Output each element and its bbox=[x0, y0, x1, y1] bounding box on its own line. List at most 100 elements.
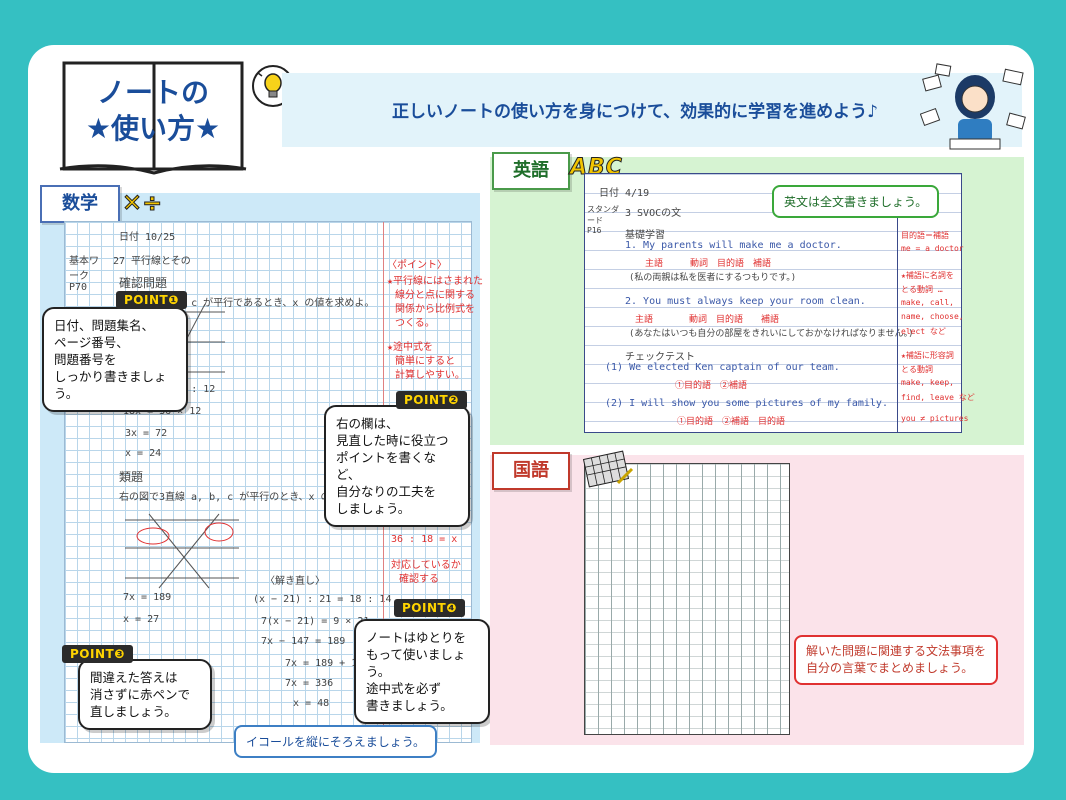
math-side-note: 簡単にすると bbox=[395, 356, 456, 367]
math-wrong-2: x = 27 bbox=[123, 614, 160, 625]
eng-side-note: make, keep, bbox=[901, 378, 954, 387]
tab-english: 英語 bbox=[492, 152, 570, 190]
math-side-title: 〈ポイント〉 bbox=[387, 260, 447, 271]
eng-test1: (1) We elected Ken captain of our team. bbox=[605, 362, 840, 373]
point4-line: もって使いましょう。 bbox=[366, 647, 466, 679]
math-correction-6: x = 48 bbox=[293, 698, 330, 709]
point2-callout: 右の欄は、 見直した時に役立つ ポイントを書くなど、 自分なりの工夫を しましょ… bbox=[324, 405, 470, 527]
eng-sentence2: 2. You must always keep your room clean. bbox=[625, 296, 866, 307]
eng-section2: チェックテスト bbox=[625, 352, 695, 363]
math-correction-5: 7x = 336 bbox=[285, 678, 334, 689]
math-work-3: 3x = 72 bbox=[125, 428, 168, 439]
japanese-tip: 解いた問題に関連する文法事項を 自分の言葉でまとめましょう。 bbox=[794, 635, 999, 685]
math-side-note: 対応しているか bbox=[391, 560, 461, 571]
eng-side-note: name, choose, bbox=[901, 312, 964, 321]
math-equals-tip: イコールを縦にそろえましょう。 bbox=[234, 725, 438, 758]
point2-line: 見直した時に役立つ bbox=[336, 433, 449, 448]
math-problem2: 右の図で3直線 a, b, c が平行のとき、x の値を求めよ。 bbox=[119, 492, 391, 503]
header-banner: 正しいノートの使い方を身につけて、効果的に学習を進めよう♪ bbox=[282, 73, 1022, 147]
japanese-tip-line: 解いた問題に関連する文法事項を bbox=[806, 644, 987, 658]
eng-side-note: とる動詞 bbox=[901, 365, 933, 374]
math-side-note: 関係から比例式を bbox=[395, 304, 475, 315]
point1-callout: 日付、問題集名、 ページ番号、 問題番号を しっかり書きましょう。 bbox=[42, 307, 188, 412]
eng-lesson: 3 SVOCの文 bbox=[625, 208, 682, 219]
eng-sentence1: 1. My parents will make me a doctor. bbox=[625, 240, 842, 251]
point4-line: ノートはゆとりを bbox=[366, 630, 467, 645]
point1-line: 問題番号を bbox=[54, 352, 117, 367]
japanese-tip-line: 自分の言葉でまとめましょう。 bbox=[806, 661, 974, 675]
point4-line: 書きましょう。 bbox=[366, 698, 453, 713]
math-book-label: 基本ワーク P70 bbox=[69, 256, 99, 293]
english-tip: 英文は全文書きましょう。 bbox=[772, 185, 940, 218]
point4-line: 途中式を必ず bbox=[366, 681, 442, 696]
eng-sentence1-jp: (私の両親は私を医者にするつもりです。) bbox=[629, 273, 797, 283]
math-section2: 類題 bbox=[119, 470, 144, 484]
point1-line: 日付、問題集名、 bbox=[54, 318, 155, 333]
math-side-note: ★途中式を bbox=[387, 342, 434, 353]
point4-badge: POINT❹ bbox=[394, 599, 465, 617]
point3-line: 直しましょう。 bbox=[90, 704, 177, 719]
point3-badge: POINT❸ bbox=[62, 645, 133, 663]
title-line1: ノートの bbox=[96, 76, 209, 109]
eng-side-note: ★補語に名詞を bbox=[901, 271, 954, 280]
math-date: 日付 10/25 bbox=[119, 232, 176, 243]
math-wrong-1: 7x = 189 bbox=[123, 592, 172, 603]
math-correction-title: 〈解き直し〉 bbox=[265, 576, 325, 587]
math-correction-3: 7x − 147 = 189 bbox=[261, 636, 346, 647]
japanese-manuscript-sheet bbox=[584, 463, 790, 735]
point3-callout: 間違えた答えは 消さずに赤ペンで 直しましょう。 bbox=[78, 659, 212, 730]
eng-sentence1-labels: 主語 動詞 目的語 補語 bbox=[645, 259, 772, 269]
point3-line: 消さずに赤ペンで bbox=[90, 687, 191, 702]
point4-callout: ノートはゆとりを もって使いましょう。 途中式を必ず 書きましょう。 bbox=[354, 619, 490, 724]
point2-line: 右の欄は、 bbox=[336, 416, 399, 431]
math-symbols-icon: ✕÷ bbox=[121, 189, 163, 218]
point2-badge: POINT❷ bbox=[396, 391, 467, 409]
eng-side-note: me = a doctor bbox=[901, 244, 964, 253]
point1-line: ページ番号、 bbox=[54, 335, 129, 350]
banner-text: 正しいノートの使い方を身につけて、効果的に学習を進めよう♪ bbox=[392, 102, 878, 122]
math-correction-4: 7x = 189 + 147 bbox=[285, 658, 370, 669]
point3-line: 間違えた答えは bbox=[90, 670, 178, 685]
math-work-4: x = 24 bbox=[125, 448, 162, 459]
eng-test2: (2) I will show you some pictures of my … bbox=[605, 398, 888, 409]
point2-line: 自分なりの工夫を bbox=[336, 484, 437, 499]
eng-test2-labels: ①目的語 ②補語 目的語 bbox=[677, 417, 786, 427]
point1-line: しっかり書きましょう。 bbox=[54, 369, 167, 401]
eng-section1: 基礎学習 bbox=[625, 230, 665, 241]
page-title: ノートの ★使い方★ bbox=[58, 75, 248, 147]
math-side-note: つくる。 bbox=[395, 318, 435, 329]
math-side-note: 36 : 18 = x bbox=[391, 534, 458, 545]
eng-sentence2-jp: (あなたはいつも自分の部屋をきれいにしておかなければなりません。) bbox=[629, 329, 914, 339]
math-side-note: 確認する bbox=[399, 574, 439, 585]
eng-side-note: 目的語＝補語 bbox=[901, 231, 949, 240]
math-lesson: 27 平行線とその bbox=[113, 256, 191, 267]
manuscript-paper-icon bbox=[582, 450, 634, 488]
eng-side-note: とる動詞 … bbox=[901, 285, 943, 294]
worksheet-card: ノートの ★使い方★ 正しいノートの使い方を身につけて、効果的に学習を進めよう♪… bbox=[28, 45, 1034, 773]
eng-side-note: elect など bbox=[901, 327, 946, 336]
math-correction-2: 7(x − 21) = 9 × 21 bbox=[261, 616, 370, 627]
parallel-lines-diagram-2 bbox=[125, 513, 239, 589]
eng-side-note: find, leave など bbox=[901, 393, 975, 402]
tab-math: 数学 bbox=[40, 185, 120, 223]
eng-side-note: ★補語に形容詞 bbox=[901, 351, 954, 360]
tab-japanese: 国語 bbox=[492, 452, 570, 490]
math-problem1: a, b, c が平行であるとき、x の値を求めよ。 bbox=[155, 298, 375, 309]
eng-test1-labels: ①目的語 ②補語 bbox=[675, 381, 748, 391]
title-line2: ★使い方★ bbox=[85, 112, 221, 145]
math-correction-1: (x − 21) : 21 = 18 : 14 bbox=[253, 594, 392, 605]
point1-badge: POINT❶ bbox=[116, 291, 187, 309]
math-side-note: 計算しやすい。 bbox=[395, 370, 465, 381]
math-side-note: ★平行線にはさまれた bbox=[387, 276, 484, 287]
eng-side-note: make, call, bbox=[901, 298, 954, 307]
studying-girl-illustration bbox=[920, 63, 1026, 150]
point2-line: ポイントを書くなど、 bbox=[336, 450, 437, 482]
eng-book: スタンダード P16 bbox=[587, 205, 619, 235]
point2-line: しましょう。 bbox=[336, 501, 411, 516]
math-side-note: 線分と点に関する bbox=[395, 290, 475, 301]
math-section1: 確認問題 bbox=[119, 276, 168, 290]
eng-side-note: you ≠ pictures bbox=[901, 414, 969, 423]
eng-sentence2-labels: 主語 動詞 目的語 補語 bbox=[635, 315, 780, 325]
eng-date: 日付 4/19 bbox=[599, 188, 650, 199]
